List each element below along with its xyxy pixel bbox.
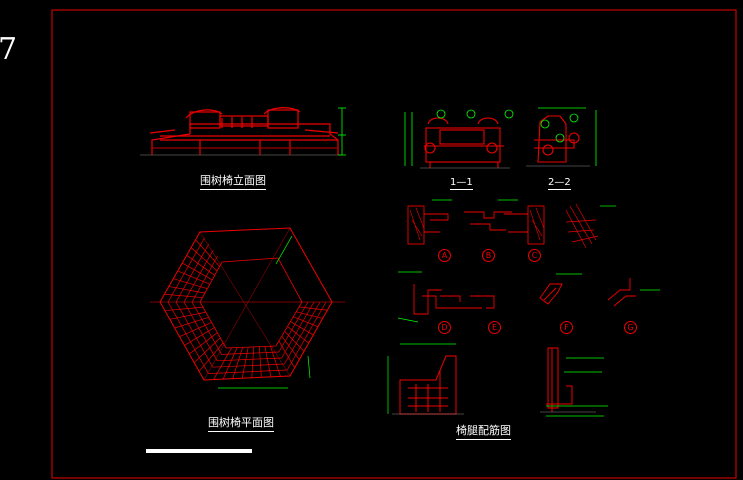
detail-marker-b: B (482, 249, 495, 262)
plan-slat (264, 346, 272, 377)
plan-slat (299, 306, 328, 311)
plan-slat (278, 301, 309, 353)
plan-slat (186, 255, 215, 276)
plan-slat (167, 237, 205, 303)
plan-slat (193, 337, 221, 363)
detail-marker-a: A (438, 249, 451, 262)
plan-slat (284, 301, 321, 365)
elevation-dimensions (338, 107, 346, 156)
plan-slat (251, 346, 255, 378)
detail-marker-e: E (488, 321, 501, 334)
detail-marker-f: F (560, 321, 573, 334)
plan-slat (296, 311, 323, 319)
plan-slat (270, 346, 281, 377)
plan-slat (175, 301, 214, 368)
section-1-1-title: 1—1 (450, 177, 473, 190)
section-2-2-title: 2—2 (548, 177, 571, 190)
plan-slat (184, 327, 215, 346)
plan-slat (208, 369, 288, 374)
detail-b-drawing (464, 211, 512, 231)
plan-slat (164, 293, 203, 298)
leg-rebar-front (540, 347, 596, 413)
plan-slat (190, 247, 218, 272)
section-1-1-drawing (420, 117, 510, 169)
plan-slat (177, 270, 210, 285)
scale-bar (146, 449, 252, 453)
plan-slat (222, 347, 238, 380)
elevation-title: 围树椅立面图 (200, 172, 266, 190)
plan-slat (221, 351, 279, 355)
detail-g-drawing (607, 278, 636, 307)
plan-slat (182, 262, 213, 281)
plan-slat (175, 243, 210, 303)
bench-plan (150, 227, 345, 381)
detail-marker-d: D (438, 321, 451, 334)
plan-slat (198, 342, 224, 372)
plan-slat (258, 346, 262, 378)
plan-slat (183, 249, 214, 303)
plan-slat (278, 340, 295, 368)
plan-slat (213, 347, 232, 380)
detail-a-drawing (407, 205, 449, 245)
plan-slat (293, 316, 319, 327)
detail-e-drawing (436, 295, 495, 309)
bench-elevation (140, 107, 342, 156)
plan-slat (189, 332, 218, 355)
plan-slat (164, 306, 203, 312)
section-2-2-drawing (526, 115, 590, 167)
detail-hatch-drawing (565, 203, 599, 249)
leg-rebar-dims (387, 343, 608, 417)
plan-slat (212, 363, 285, 368)
sheet-border (51, 9, 737, 479)
plan-slat (173, 278, 208, 290)
plan-slat (168, 286, 205, 294)
detail-row2-dims (397, 271, 660, 323)
plan-dimensions (218, 235, 311, 389)
plan-seat-slats (164, 237, 328, 380)
plan-slat (179, 322, 212, 337)
plan-slat (169, 311, 206, 320)
section-1-1-callouts (404, 109, 514, 166)
plan-slat (287, 326, 309, 344)
detail-c-drawing (504, 205, 545, 245)
plan-slat (284, 331, 305, 352)
plan-slat (232, 347, 244, 379)
section-2-2-callouts (538, 107, 597, 166)
plan-slat (191, 301, 222, 355)
detail-f-drawing (539, 283, 563, 305)
plan-title: 围树椅平面图 (208, 414, 274, 432)
detail-marker-c: C (528, 249, 541, 262)
detail-marker-g: G (624, 321, 637, 334)
detail-row1-dims (432, 199, 616, 207)
plan-slat (217, 357, 282, 362)
plan-slat (195, 239, 220, 267)
plan-slat (281, 336, 300, 360)
plan-slat (183, 301, 218, 361)
plan-slat (281, 301, 315, 359)
plan-slat (167, 301, 209, 374)
plan-slat (191, 255, 218, 303)
plan-slat (286, 301, 327, 371)
detail-d-drawing (413, 284, 446, 315)
leg-rebar-side (392, 355, 464, 415)
plan-slat (241, 347, 249, 379)
sheet-number: 7 (0, 32, 18, 67)
plan-slat (174, 316, 209, 329)
plan-slat (290, 321, 314, 336)
leg-rebar-title: 椅腿配筋图 (456, 422, 511, 440)
